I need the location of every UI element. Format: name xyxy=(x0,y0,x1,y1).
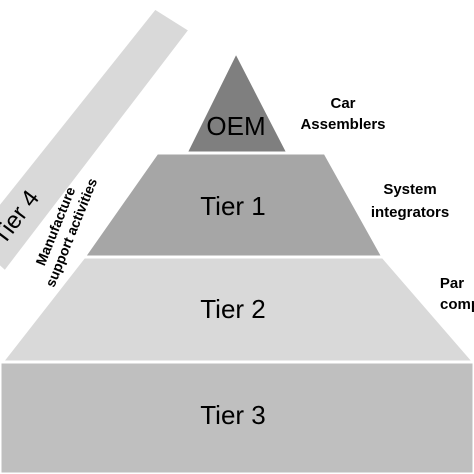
tier-oem-label: OEM xyxy=(206,111,265,141)
side-label-tier2: Par comp xyxy=(440,275,474,313)
pyramid: OEM Tier 1 Tier 2 Tier 3 xyxy=(0,48,474,474)
tier-2-shape xyxy=(0,255,474,364)
side-label-tier2-line2: comp xyxy=(440,296,474,313)
tier4-band-shape xyxy=(0,6,193,275)
tier-1-label: Tier 1 xyxy=(200,191,266,221)
side-label-tier1-line1: System xyxy=(383,181,436,198)
side-label-oem: Car Assemblers xyxy=(300,95,385,133)
tier-2-label: Tier 2 xyxy=(200,294,266,324)
side-label-tier2-line1: Par xyxy=(440,275,464,292)
side-label-oem-line2: Assemblers xyxy=(300,116,385,133)
side-label-tier1-line2: integrators xyxy=(371,204,449,221)
side-label-tier1: System integrators xyxy=(371,181,449,221)
tier-3-label: Tier 3 xyxy=(200,400,266,430)
side-label-oem-line1: Car xyxy=(330,95,355,112)
tier-3-shape xyxy=(0,360,474,474)
